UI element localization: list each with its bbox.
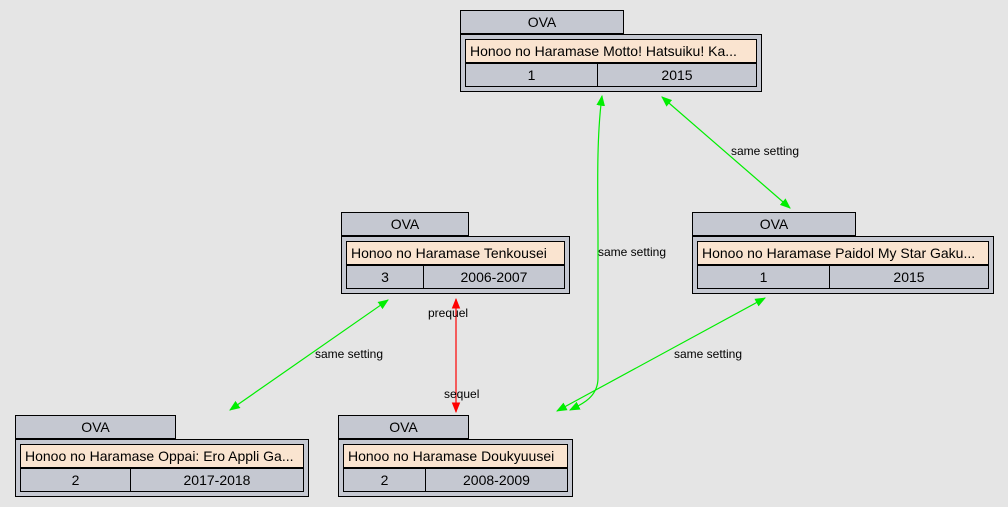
type-tab: OVA: [692, 212, 856, 236]
edge-label-tenkousei-oppai: same setting: [315, 347, 383, 361]
air-years: 2006-2007: [424, 265, 565, 289]
edge-label-motto-doukyuusei: same setting: [598, 245, 666, 259]
edge-label-motto-paidol: same setting: [731, 144, 799, 158]
type-tab: OVA: [15, 415, 176, 439]
type-tab: OVA: [341, 212, 469, 236]
episode-count: 1: [697, 265, 830, 289]
node-doukyuusei[interactable]: OVA Honoo no Haramase Doukyuusei 2 2008-…: [338, 415, 573, 497]
air-years: 2017-2018: [131, 468, 304, 492]
episode-count: 2: [343, 468, 426, 492]
episode-count: 3: [346, 265, 424, 289]
anime-title: Honoo no Haramase Motto! Hatsuiku! Ka...: [465, 39, 757, 63]
anime-title: Honoo no Haramase Tenkousei: [346, 241, 565, 265]
node-motto[interactable]: OVA Honoo no Haramase Motto! Hatsuiku! K…: [460, 10, 762, 92]
edge-label-paidol-doukyuusei: same setting: [674, 347, 742, 361]
type-tab: OVA: [460, 10, 624, 34]
node-oppai[interactable]: OVA Honoo no Haramase Oppai: Ero Appli G…: [15, 415, 309, 497]
type-tab: OVA: [338, 415, 469, 439]
episode-count: 2: [20, 468, 131, 492]
anime-title: Honoo no Haramase Doukyuusei: [343, 444, 568, 468]
edge-label-sequel: sequel: [444, 387, 479, 401]
node-tenkousei[interactable]: OVA Honoo no Haramase Tenkousei 3 2006-2…: [341, 212, 570, 294]
edge-label-prequel: prequel: [428, 306, 468, 320]
edge-paidol-doukyuusei: [556, 297, 766, 412]
episode-count: 1: [465, 63, 598, 87]
air-years: 2008-2009: [426, 468, 568, 492]
anime-title: Honoo no Haramase Oppai: Ero Appli Ga...: [20, 444, 304, 468]
edge-tenkousei-oppai: [229, 299, 389, 411]
anime-title: Honoo no Haramase Paidol My Star Gaku...: [697, 241, 989, 265]
air-years: 2015: [598, 63, 757, 87]
node-paidol[interactable]: OVA Honoo no Haramase Paidol My Star Gak…: [692, 212, 994, 294]
edge-motto-paidol: [661, 96, 791, 209]
air-years: 2015: [830, 265, 989, 289]
